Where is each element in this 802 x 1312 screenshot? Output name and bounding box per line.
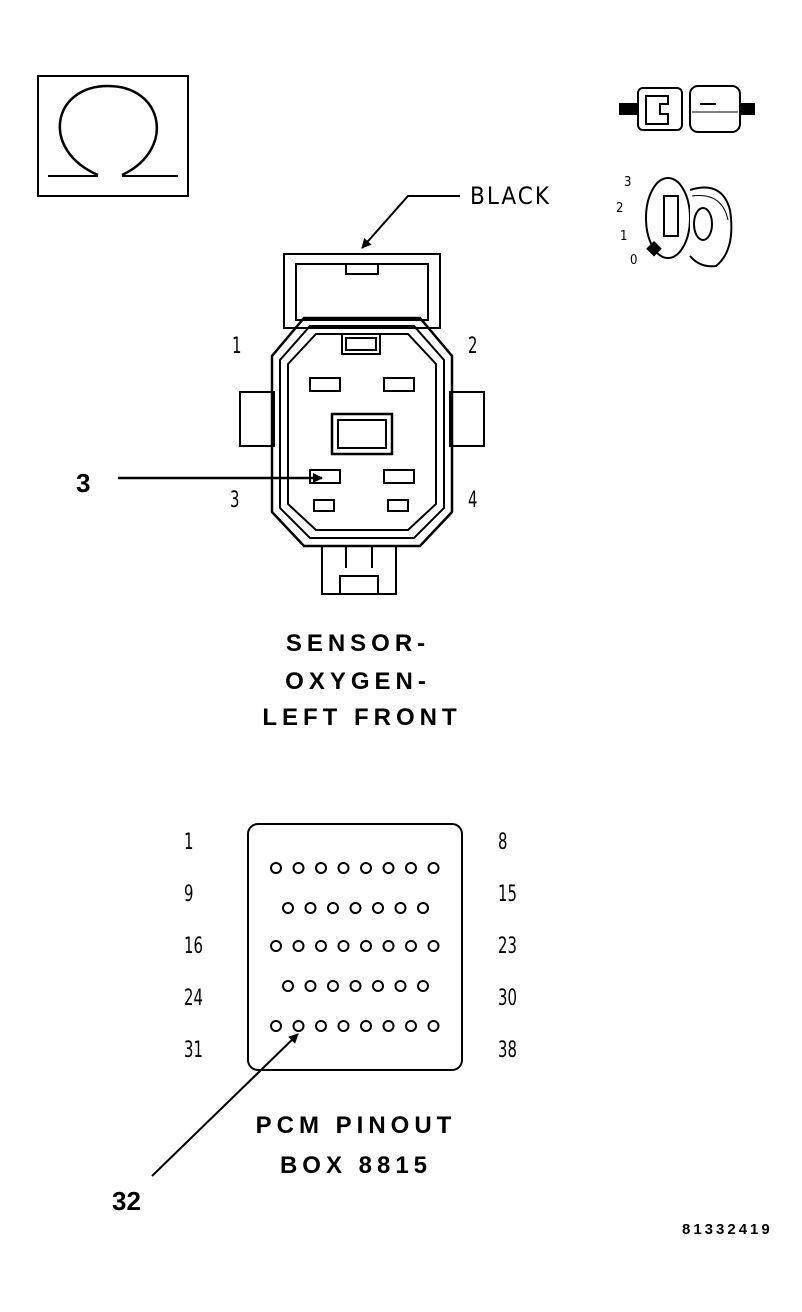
connector-pin-3-label: 3 — [230, 488, 240, 513]
pcm-pin-cavity — [394, 902, 407, 914]
pcm-pin-cavity — [405, 1020, 417, 1032]
pcm-pin-label-15: 15 — [498, 882, 517, 907]
pcm-pin-cavity — [327, 902, 339, 914]
pcm-pin-cavity — [337, 1020, 350, 1032]
pcm-pin-label-8: 8 — [498, 830, 508, 855]
pcm-pin-cavity — [304, 902, 317, 914]
pcm-pin-label-30: 30 — [498, 986, 517, 1011]
pcm-pin-cavity — [417, 902, 429, 914]
callout-pcm-pin: 32 — [112, 1186, 141, 1216]
pcm-pin-cavity — [304, 980, 317, 992]
pcm-pin-cavity — [405, 940, 417, 952]
pcm-pin-label-38: 38 — [498, 1038, 517, 1063]
connector-title-line3: LEFT FRONT — [262, 704, 462, 731]
pcm-pin-cavity — [270, 1020, 282, 1032]
pcm-pin-cavity — [327, 980, 339, 992]
pcm-pin-cavity — [349, 980, 362, 992]
pcm-pin-cavity — [292, 862, 305, 874]
ignition-position-3: 3 — [624, 175, 632, 190]
pcm-pin-cavity — [360, 1020, 372, 1032]
pcm-connector-box — [247, 823, 463, 1071]
pcm-pin-label-16: 16 — [184, 934, 203, 959]
pcm-pin-cavity — [282, 980, 294, 992]
pcm-pin-cavity — [315, 1020, 327, 1032]
pcm-pin-cavity — [292, 1020, 305, 1032]
pcm-pin-cavity — [382, 940, 395, 952]
pcm-pin-label-23: 23 — [498, 934, 517, 959]
pcm-title-line1: PCM PINOUT — [255, 1112, 457, 1139]
connector-title-line2: OXYGEN- — [285, 668, 431, 695]
pcm-pin-cavity — [337, 862, 350, 874]
pcm-pin-grid — [270, 862, 440, 1032]
pcm-pin-cavity — [349, 902, 362, 914]
callout-connector-pin: 3 — [76, 468, 91, 498]
pcm-pin-cavity — [427, 940, 440, 952]
part-number: 81332419 — [682, 1221, 773, 1238]
pcm-pin-cavity — [270, 862, 282, 874]
pcm-pin-label-9: 9 — [184, 882, 194, 907]
pcm-pin-cavity — [372, 902, 384, 914]
o2-sensor-connector — [239, 253, 485, 595]
pcm-title-line2: BOX 8815 — [279, 1152, 433, 1179]
pcm-pin-cavity — [337, 940, 350, 952]
pcm-pin-cavity — [315, 862, 327, 874]
pcm-pin-cavity — [360, 862, 372, 874]
pcm-pin-cavity — [315, 940, 327, 952]
pcm-pin-label-1: 1 — [184, 830, 194, 855]
disconnect-connector-icon — [619, 85, 755, 133]
pcm-pin-cavity — [394, 980, 407, 992]
pcm-pin-cavity — [382, 862, 395, 874]
black-wire-color-label: BLACK — [470, 182, 551, 210]
connector-pin-4-label: 4 — [468, 488, 478, 513]
ignition-position-1: 1 — [620, 229, 628, 244]
pcm-pin-cavity — [270, 940, 282, 952]
pcm-pin-cavity — [292, 940, 305, 952]
ignition-position-2: 2 — [616, 201, 624, 216]
pcm-pin-cavity — [427, 862, 440, 874]
pcm-pin-cavity — [382, 1020, 395, 1032]
pcm-pin-label-24: 24 — [184, 986, 203, 1011]
pcm-pin-cavity — [372, 980, 384, 992]
connector-title-line1: SENSOR- — [285, 630, 431, 657]
pcm-pin-cavity — [417, 980, 429, 992]
ignition-key-icon — [645, 177, 733, 268]
pcm-pin-cavity — [427, 1020, 440, 1032]
pcm-pin-label-31: 31 — [184, 1038, 203, 1063]
pcm-pin-cavity — [282, 902, 294, 914]
pcm-pin-cavity — [360, 940, 372, 952]
connector-pin-1-label: 1 — [232, 334, 242, 359]
connector-pin-2-label: 2 — [468, 334, 478, 359]
ignition-position-0: 0 — [630, 253, 638, 268]
pcm-pin-cavity — [405, 862, 417, 874]
ohm-meter-icon — [37, 75, 189, 197]
